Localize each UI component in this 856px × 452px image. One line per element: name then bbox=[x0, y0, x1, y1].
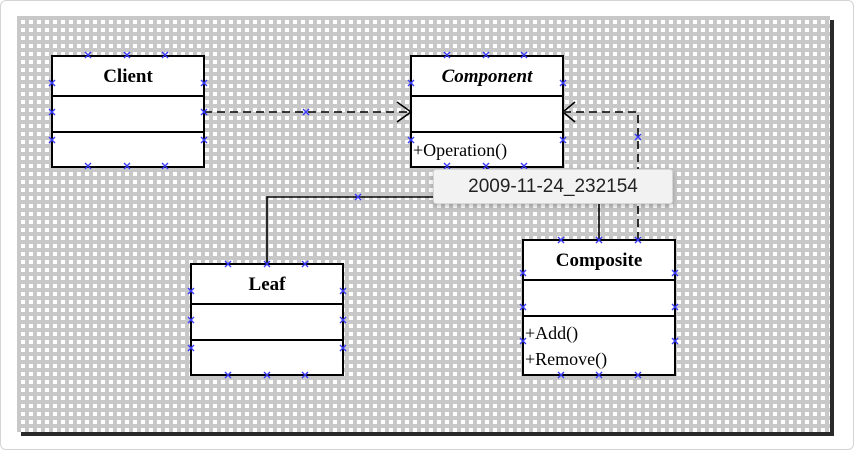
class-composite-operation-add: +Add() bbox=[525, 323, 578, 344]
class-leaf-name: Leaf bbox=[249, 274, 287, 295]
connector-client-component[interactable] bbox=[204, 101, 413, 123]
class-component-operation: +Operation() bbox=[413, 140, 507, 161]
class-component-name: Component bbox=[442, 66, 534, 87]
filename-tooltip: 2009-11-24_232154 bbox=[433, 169, 673, 204]
selection-handles[interactable] bbox=[48, 51, 679, 379]
class-client[interactable]: Client bbox=[51, 55, 205, 168]
class-composite[interactable]: Composite +Add() +Remove() bbox=[522, 239, 676, 376]
class-client-name: Client bbox=[103, 66, 153, 87]
diagram-canvas[interactable]: Client Component +Operation() Leaf bbox=[17, 16, 830, 432]
class-composite-name: Composite bbox=[556, 250, 643, 271]
class-component[interactable]: Component +Operation() bbox=[410, 55, 564, 168]
class-leaf[interactable]: Leaf bbox=[190, 263, 344, 376]
uml-diagram: Client Component +Operation() Leaf bbox=[17, 16, 830, 432]
class-composite-operation-remove: +Remove() bbox=[525, 349, 607, 370]
